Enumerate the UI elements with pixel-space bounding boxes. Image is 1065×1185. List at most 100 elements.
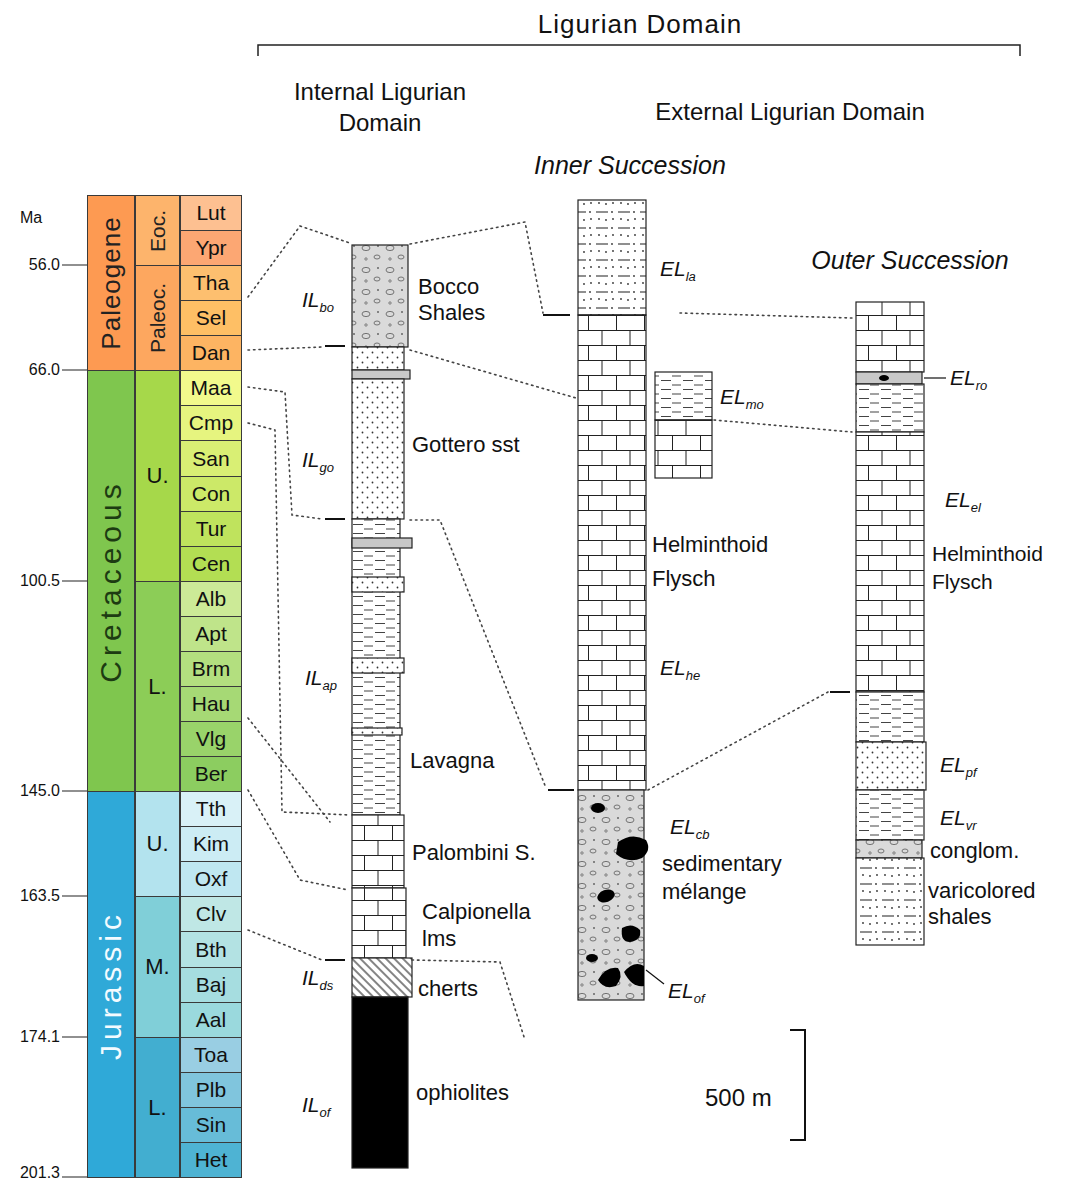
succession-title: Inner Succession — [480, 150, 780, 180]
domain-title: Ligurian Domain — [440, 8, 840, 40]
epoch-cell: L. — [135, 1037, 180, 1178]
stage-cell: Sel — [180, 300, 242, 336]
time-unit-name: Cmp — [189, 411, 233, 435]
time-unit-name: M. — [145, 954, 169, 980]
unit-name: Bocco Shales — [418, 274, 528, 326]
stage-cell: Alb — [180, 581, 242, 617]
unit-name: sedimentary mélange — [662, 850, 822, 906]
stage-cell: Cmp — [180, 405, 242, 441]
time-unit-name: Bth — [195, 938, 227, 962]
stage-cell: Bth — [180, 931, 242, 968]
stage-cell: Toa — [180, 1037, 242, 1073]
unit-code: ELof — [668, 978, 705, 1012]
stage-cell: Cen — [180, 546, 242, 582]
period-band: Eoc. — [135, 195, 180, 266]
stage-cell: Oxf — [180, 861, 242, 897]
age-number: 201.3 — [6, 1163, 60, 1183]
stage-cell: Brm — [180, 651, 242, 687]
stage-cell: Vlg — [180, 721, 242, 757]
unit-code: ILds — [302, 965, 333, 999]
unit-code: ELro — [950, 365, 987, 399]
time-unit-name: Hau — [192, 692, 231, 716]
unit-code: ELel — [945, 487, 981, 521]
stage-cell: Baj — [180, 967, 242, 1003]
unit-code: ILbo — [302, 287, 334, 321]
stage-cell: Kim — [180, 826, 242, 862]
unit-code: ELvr — [940, 805, 977, 839]
stage-cell: Ber — [180, 756, 242, 792]
time-unit-name: Brm — [192, 657, 231, 681]
period-band: Cretaceous — [87, 370, 135, 792]
time-unit-name: Paleogene — [96, 216, 127, 349]
stage-cell: Maa — [180, 370, 242, 406]
scale-label: 500 m — [705, 1084, 772, 1112]
time-unit-name: Vlg — [196, 727, 226, 751]
stage-cell: Con — [180, 476, 242, 512]
epoch-cell: L. — [135, 581, 180, 792]
epoch-cell: U. — [135, 791, 180, 897]
stage-cell: Apt — [180, 616, 242, 652]
unit-name: conglom. — [930, 838, 1019, 864]
time-unit-name: Tha — [193, 271, 229, 295]
stage-cell: Lut — [180, 195, 242, 231]
time-unit-name: Oxf — [195, 867, 228, 891]
time-unit-name: U. — [147, 463, 169, 489]
axis-unit: Ma — [20, 208, 42, 228]
time-unit-name: L. — [148, 1095, 166, 1121]
time-unit-name: Clv — [196, 902, 226, 926]
time-unit-name: Eoc. — [146, 209, 170, 251]
unit-name: Palombini S. — [412, 840, 536, 866]
time-unit-name: Alb — [196, 587, 226, 611]
time-unit-name: Cretaceous — [94, 479, 128, 682]
unit-code: ILap — [305, 665, 337, 699]
age-number: 66.0 — [6, 360, 60, 380]
time-unit-name: Toa — [194, 1043, 228, 1067]
unit-code: ILgo — [302, 447, 334, 481]
period-band: Jurassic — [87, 791, 135, 1178]
age-number: 145.0 — [6, 781, 60, 801]
time-unit-name: Tth — [196, 797, 226, 821]
stage-cell: Tha — [180, 265, 242, 301]
age-number: 163.5 — [6, 886, 60, 906]
unit-name: Lavagna — [410, 748, 494, 774]
unit-name: varicolored shales — [928, 878, 1058, 930]
time-unit-name: Lut — [196, 201, 225, 225]
stage-cell: Aal — [180, 1002, 242, 1038]
stage-cell: Het — [180, 1142, 242, 1178]
time-unit-name: Paleoc. — [146, 283, 170, 353]
epoch-cell: U. — [135, 370, 180, 582]
time-unit-name: Sel — [196, 306, 226, 330]
time-unit-name: Baj — [196, 973, 226, 997]
unit-name: cherts — [418, 976, 478, 1002]
time-unit-name: Apt — [195, 622, 227, 646]
stage-cell: San — [180, 440, 242, 477]
unit-code: ILof — [302, 1092, 330, 1126]
time-unit-name: L. — [148, 674, 166, 700]
age-number: 100.5 — [6, 571, 60, 591]
time-unit-name: Plb — [196, 1078, 226, 1102]
unit-code: ELpf — [940, 752, 977, 786]
time-unit-name: Tur — [196, 517, 227, 541]
unit-code: ELmo — [720, 384, 764, 418]
stage-cell: Dan — [180, 335, 242, 371]
unit-code: ELcb — [670, 814, 709, 848]
unit-name: Helminthoid Flysch — [932, 540, 1057, 596]
time-unit-name: San — [192, 447, 229, 471]
unit-name: Gottero sst — [412, 432, 520, 458]
unit-name: ophiolites — [416, 1080, 509, 1106]
age-number: 56.0 — [6, 255, 60, 275]
period-band: Paleoc. — [135, 265, 180, 371]
time-unit-name: U. — [147, 831, 169, 857]
stage-cell: Tth — [180, 791, 242, 827]
succession-title: Outer Succession — [760, 245, 1060, 275]
time-unit-name: Jurassic — [94, 909, 128, 1059]
time-unit-name: Ypr — [195, 236, 226, 260]
domain-title: External Ligurian Domain — [600, 97, 980, 127]
time-unit-name: Aal — [196, 1008, 226, 1032]
time-unit-name: Dan — [192, 341, 231, 365]
stage-cell: Hau — [180, 686, 242, 722]
domain-title: Internal Ligurian Domain — [260, 76, 500, 138]
unit-code: ELhe — [660, 655, 700, 689]
epoch-cell: M. — [135, 896, 180, 1038]
time-unit-name: Maa — [191, 376, 232, 400]
